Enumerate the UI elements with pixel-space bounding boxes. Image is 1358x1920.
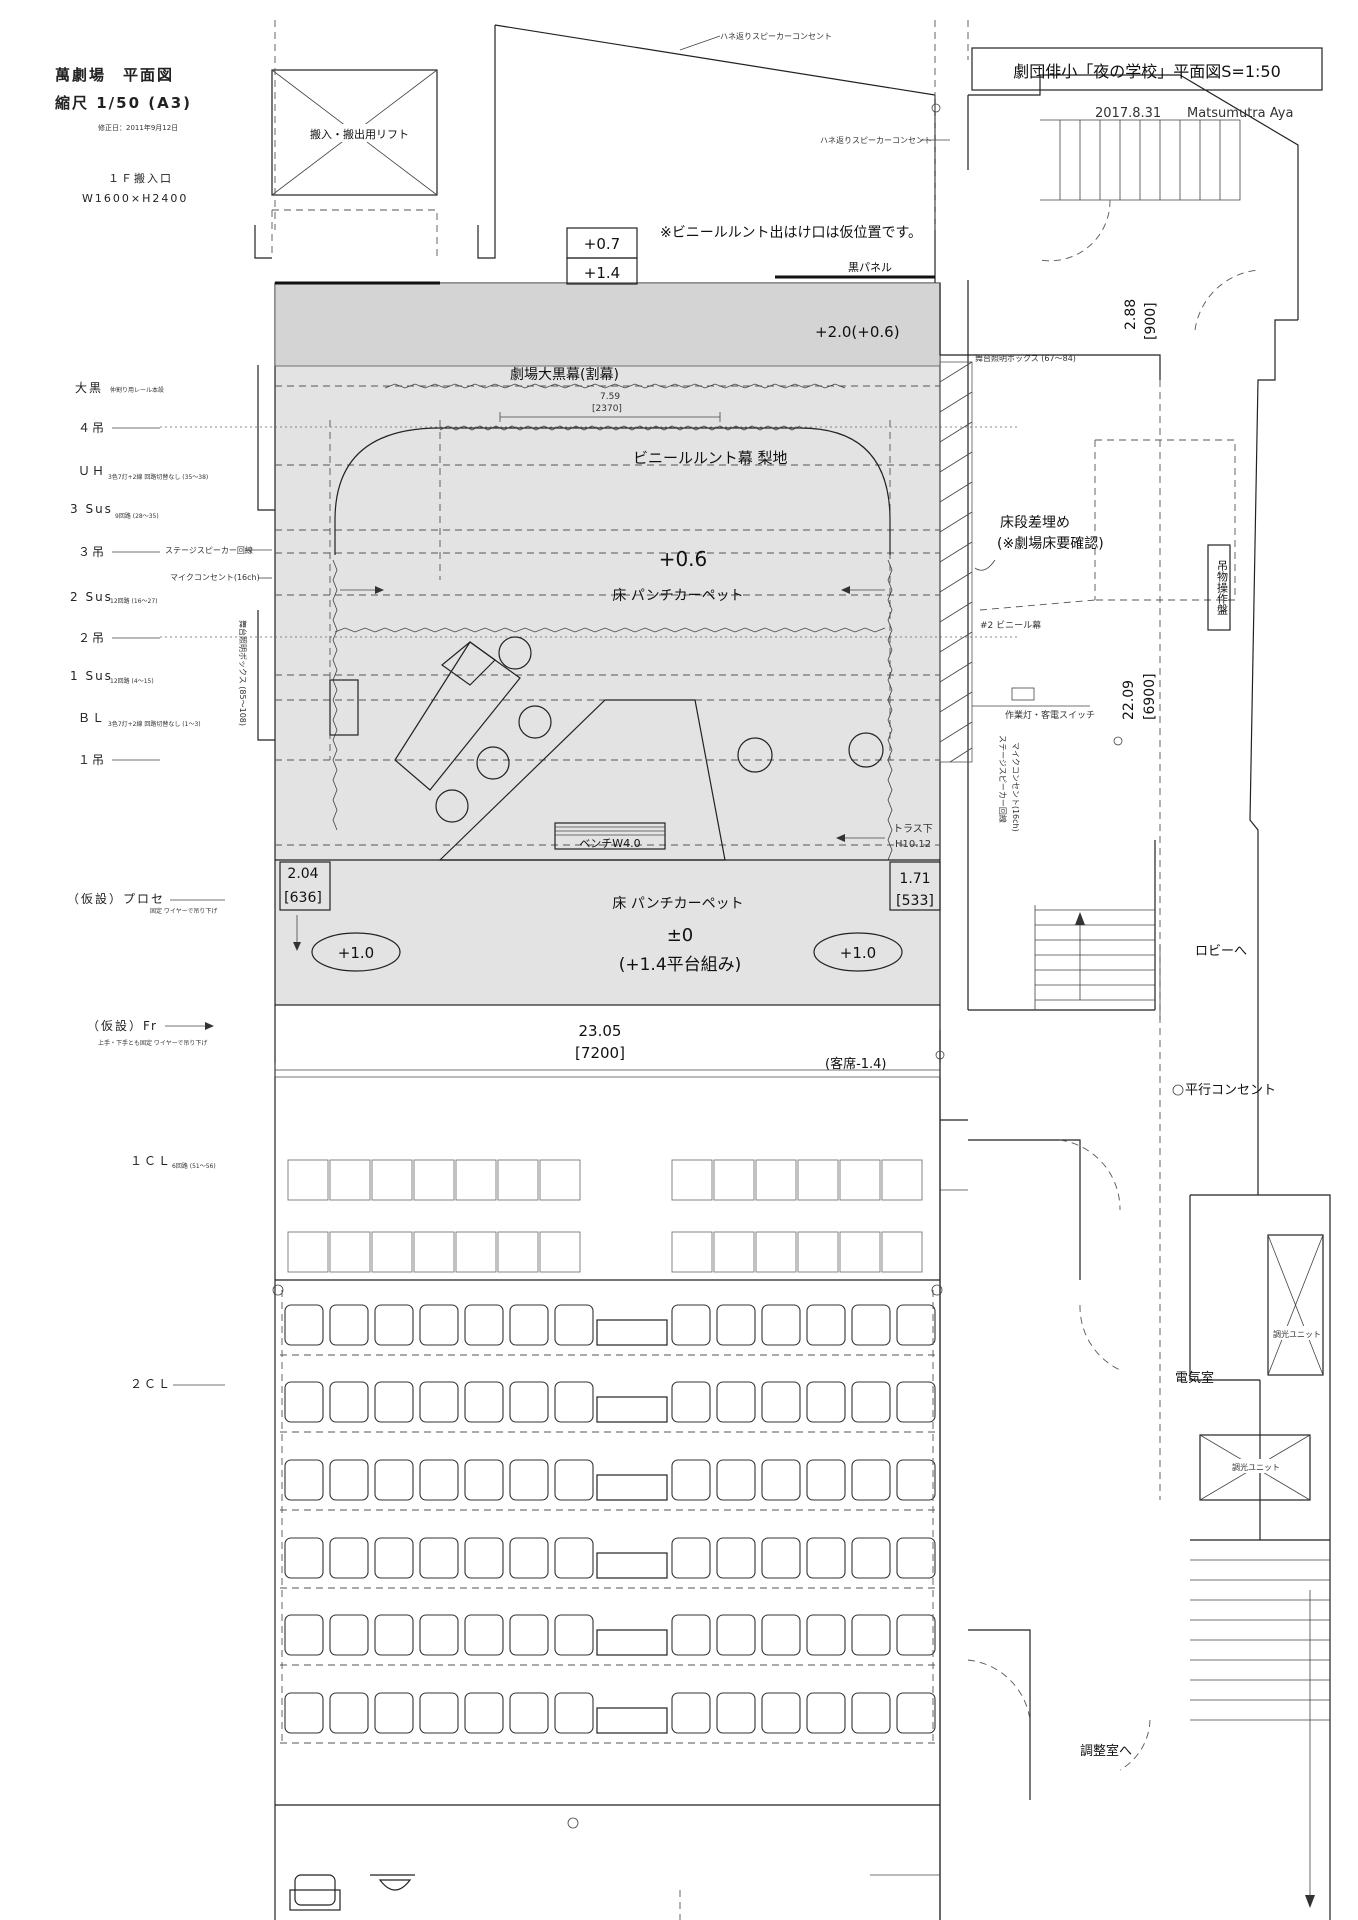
stage-width-mm: [7200] — [575, 1044, 625, 1062]
rig-cl1-note: 6回路 (51〜56) — [172, 1162, 216, 1170]
stage: +0.7 +1.4 ※ビニールルント出はけ口は仮位置です。 黒パネル +2.0(… — [160, 20, 1020, 1006]
rig-box-left: 舞台照明ボックス (85〜108) — [238, 620, 248, 726]
speaker-outlet-mid: ハネ返りスピーカーコンセント — [820, 136, 932, 145]
bench-label: ベンチW4.0 — [579, 837, 640, 850]
mic-line-right: マイクコンセント(16ch) — [1011, 742, 1020, 832]
work-light-switch: 作業灯・客電スイッチ — [1005, 709, 1095, 721]
rig-uh: ＵＨ — [78, 464, 106, 478]
rig-bar1: １吊 — [78, 753, 106, 767]
old-seat-rows — [287, 1159, 923, 1273]
rig-bar3: ３吊 — [78, 545, 106, 559]
parallel-outlet: 平行コンセント — [1185, 1083, 1276, 1098]
speaker-outlet-top: ハネ返りスピーカーコンセント — [720, 32, 832, 41]
depth-top-mm: [900] — [1143, 302, 1159, 340]
audience-level: (客席-1.4) — [825, 1056, 887, 1072]
left-dim-mm: [636] — [284, 890, 322, 906]
lift: 搬入・搬出用リフト — [254, 69, 496, 259]
control-room-label: 調整室へ — [1080, 1743, 1132, 1759]
dimmer-unit-1: 調光ユニット — [1273, 1329, 1321, 1339]
venue-revision: 修正日：2011年9月12日 — [98, 123, 178, 132]
truss-height: H10.12 — [895, 839, 931, 850]
rig-sus2-note: 12回路 (16〜27) — [110, 597, 158, 605]
auditorium: 23.05 [7200] (客席-1.4) — [272, 1005, 968, 1920]
left-dim: 2.04 — [287, 866, 318, 882]
rig-cl1: １ＣＬ — [130, 1154, 172, 1168]
lift-label: 搬入・搬出用リフト — [310, 127, 409, 141]
venue-name: 萬劇場 平面図 — [55, 66, 174, 84]
stage-level: +0.6 — [659, 547, 708, 571]
rig-sus3-note: 9回路 (28〜35) — [115, 512, 159, 520]
rig-bar4: ４吊 — [78, 421, 106, 435]
vinyl-curtain-2: #2 ビニール幕 — [980, 619, 1041, 631]
depth-top: 2.88 — [1123, 299, 1139, 330]
upper-stairs — [1040, 119, 1241, 201]
venue-scale: 縮尺 1/50 (A3) — [55, 94, 192, 112]
stage-carpet: 床 パンチカーペット — [612, 588, 743, 604]
drawing-date: 2017.8.31 — [1095, 106, 1161, 121]
rig-sus2: 2 Sus — [70, 590, 113, 604]
main-curtain-label: 劇場大黒幕(割幕) — [510, 366, 619, 383]
rig-front-note: 上手・下手とも固定 ワイヤーで吊り下げ — [98, 1039, 207, 1047]
apron-platform: (+1.4平台組み) — [619, 955, 742, 975]
rig-bl: ＢＬ — [78, 711, 106, 725]
right-dim: 1.71 — [899, 871, 930, 887]
rig-oguro: 大黒 — [75, 381, 103, 395]
step-b-label: +1.4 — [584, 264, 620, 282]
lobby-label: ロビーへ — [1195, 944, 1247, 959]
upper-level-label: +2.0(+0.6) — [815, 323, 900, 341]
fly-panel: 吊物操作盤 — [1216, 560, 1229, 615]
depth-main: 22.09 — [1121, 680, 1137, 720]
rig-proscenium-note: 固定 ワイヤーで吊り下げ — [150, 907, 217, 915]
rig-bar2: ２吊 — [78, 631, 106, 645]
rig-stage-speaker: ステージスピーカー回線 — [165, 545, 253, 555]
stage-floor — [274, 282, 941, 1006]
rigging-labels: 大黒 仲割り用レール本設 ４吊 ＵＨ 3色7灯+2線 回路切替なし (35〜38… — [67, 381, 272, 1391]
title-block: 劇団俳小「夜の学校」平面図S=1:50 2017.8.31 Matsumutra… — [971, 47, 1323, 121]
drawing-title: 劇団俳小「夜の学校」平面図S=1:50 — [1013, 62, 1281, 81]
drawing-author: Matsumutra Aya — [1187, 106, 1293, 121]
rig-sus1: 1 Sus — [70, 669, 113, 683]
depth-main-mm: [6900] — [1142, 673, 1158, 720]
rig-front: （仮設）Fr — [87, 1018, 158, 1033]
light-box-right: 舞台照明ボックス (67〜84) — [975, 353, 1076, 363]
electric-room: 電気室 — [1175, 1370, 1214, 1386]
rig-mic-outlet: マイクコンセント(16ch) — [170, 573, 260, 582]
left-riser: +1.0 — [338, 944, 374, 962]
entrance-title: １Ｆ搬入口 — [108, 171, 173, 185]
black-panel-label: 黒パネル — [848, 261, 892, 274]
lobby-stairs — [1034, 905, 1155, 1010]
venue-header: 萬劇場 平面図 縮尺 1/50 (A3) 修正日：2011年9月12日 １Ｆ搬入… — [55, 66, 192, 205]
step-a-label: +0.7 — [584, 235, 620, 253]
curtain-width-mm: [2370] — [592, 404, 622, 414]
curtain-width: 7.59 — [600, 392, 620, 402]
stage-right-details: 舞台照明ボックス (67〜84) 2.88 [900] 床段差埋め (※劇場床要… — [679, 32, 1324, 1759]
rig-sus3: 3 Sus — [70, 502, 113, 516]
rig-proscenium: （仮設）プロセ — [67, 891, 165, 906]
rig-uh-note: 3色7灯+2線 回路切替なし (35〜38) — [108, 473, 208, 481]
vinyl-curtain-label: ビニールルント幕 梨地 — [633, 449, 787, 467]
speaker-line-right: ステージスピーカー回線 — [998, 735, 1008, 823]
right-dim-mm: [533] — [896, 893, 934, 909]
floor-fill: 床段差埋め — [1000, 515, 1070, 531]
entrance-size: W1600×H2400 — [82, 192, 188, 205]
truss-label: トラス下 — [893, 823, 933, 835]
control-stairs — [1190, 1559, 1330, 1721]
dimmer-unit-2: 調光ユニット — [1232, 1462, 1280, 1472]
stage-width: 23.05 — [579, 1022, 622, 1040]
apron-carpet: 床 パンチカーペット — [612, 896, 743, 912]
rig-bl-note: 3色7灯+2線 回路切替なし (1〜3) — [108, 720, 201, 728]
rig-cl2: ２ＣＬ — [130, 1377, 172, 1391]
apron-level: ±0 — [667, 925, 694, 946]
floor-fill-note: (※劇場床要確認) — [997, 536, 1104, 552]
rig-oguro-note: 仲割り用レール本設 — [110, 386, 164, 394]
temp-note: ※ビニールルント出はけ口は仮位置です。 — [660, 225, 922, 241]
rig-sus1-note: 12回路 (4〜15) — [110, 677, 154, 685]
seat-rows — [280, 1290, 936, 1744]
right-riser: +1.0 — [840, 944, 876, 962]
